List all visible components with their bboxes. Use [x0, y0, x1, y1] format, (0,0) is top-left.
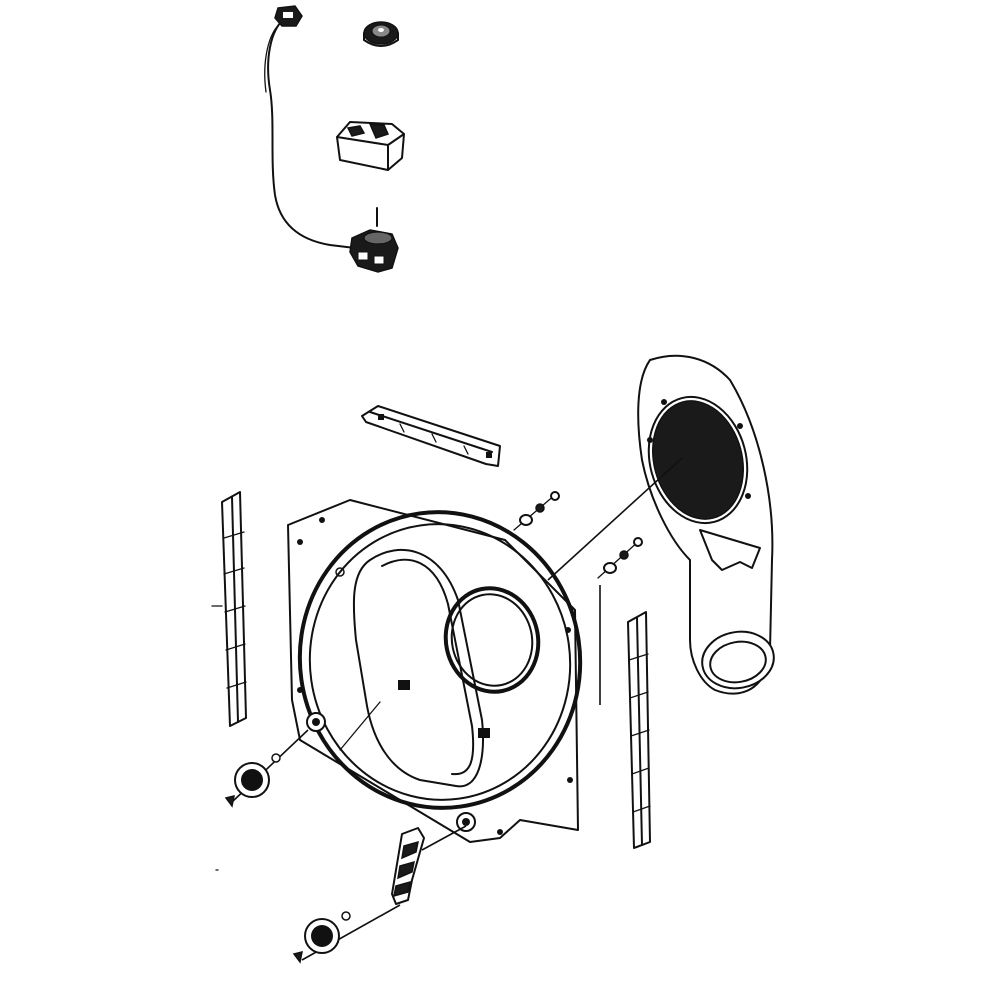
panel-icon: [287, 499, 583, 843]
cover-icon: [336, 121, 405, 171]
roller-icon: [292, 911, 351, 964]
connector-icon: [349, 229, 399, 273]
gear-cap[interactable]: [363, 21, 399, 47]
housing-icon: [637, 354, 775, 695]
sensor-cover[interactable]: [336, 121, 405, 171]
wire-harness[interactable]: [264, 5, 356, 249]
spring-icon: [391, 827, 425, 905]
wire-harness-icon: [274, 5, 303, 27]
roller-icon: [224, 753, 281, 808]
baffle-icon: [211, 491, 247, 727]
bracket-icon: [361, 405, 501, 467]
blower-housing[interactable]: [635, 354, 778, 695]
sensor-connector[interactable]: [349, 229, 399, 273]
hardware-nuts[interactable]: [513, 491, 643, 705]
spring[interactable]: [391, 825, 467, 905]
baffle-icon: [627, 611, 651, 849]
nut-icon: [513, 491, 643, 705]
top-bracket[interactable]: [361, 405, 501, 467]
right-baffle[interactable]: [627, 611, 651, 849]
gear-icon: [363, 21, 399, 47]
rear-panel[interactable]: [281, 494, 599, 843]
drum-roller-left[interactable]: [224, 729, 309, 808]
drum-roller-bottom[interactable]: [292, 904, 401, 964]
left-baffle[interactable]: [211, 491, 247, 727]
